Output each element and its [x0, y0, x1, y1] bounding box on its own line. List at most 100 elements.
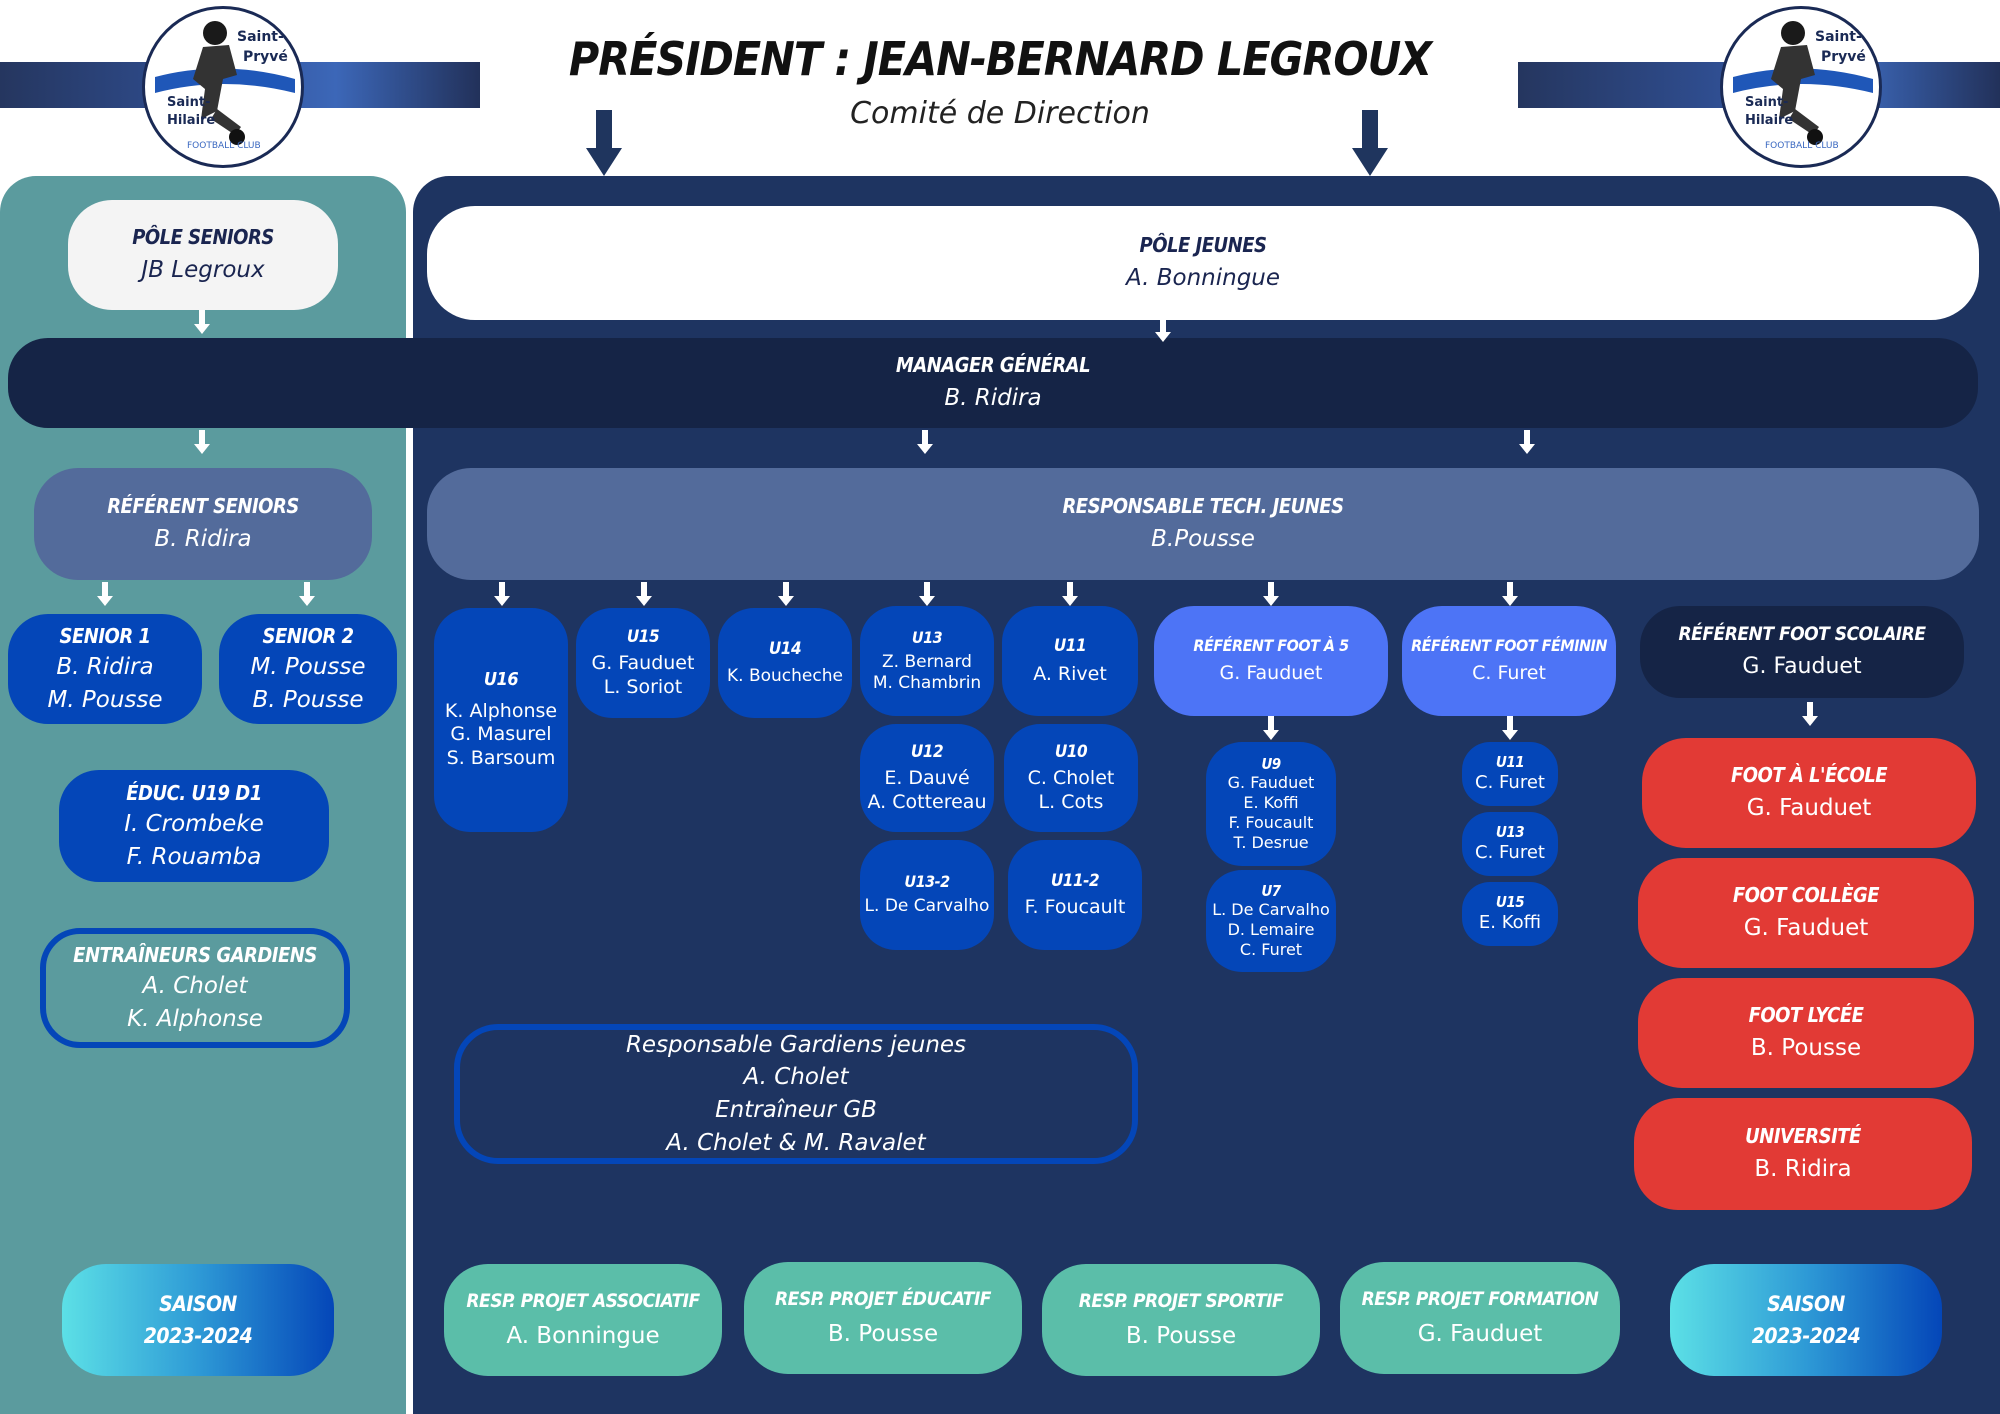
- senior-2-box[interactable]: SENIOR 2 M. Pousse B. Pousse: [219, 614, 397, 724]
- foot-college-box[interactable]: FOOT COLLÈGE G. Fauduet: [1638, 858, 1974, 968]
- team-u13-box[interactable]: U13 Z. Bernard M. Chambrin: [860, 606, 994, 716]
- team-u11-box[interactable]: U11 A. Rivet: [1002, 606, 1138, 716]
- saison-badge-left: SAISON 2023-2024: [62, 1264, 334, 1376]
- saison-years: 2023-2024: [1751, 1324, 1861, 1348]
- team-title: U13: [1495, 823, 1525, 842]
- referent-foot-5-box[interactable]: RÉFÉRENT FOOT À 5 G. Fauduet: [1154, 606, 1388, 716]
- projet-sportif-box[interactable]: RESP. PROJET SPORTIF B. Pousse: [1042, 1264, 1320, 1376]
- foot-lycee-box[interactable]: FOOT LYCÉE B. Pousse: [1638, 978, 1974, 1088]
- arrow-down-icon: [778, 582, 794, 606]
- pole-jeunes-box[interactable]: PÔLE JEUNES A. Bonningue: [427, 206, 1979, 320]
- team-name: E. Koffi: [1243, 793, 1299, 813]
- arrow-down-icon: [1502, 582, 1518, 606]
- logo-text-4: Hilaire: [1745, 113, 1794, 128]
- projet-educatif-box[interactable]: RESP. PROJET ÉDUCATIF B. Pousse: [744, 1262, 1022, 1374]
- team-name: G. Fauduet: [1227, 773, 1315, 793]
- team-title: U7: [1261, 881, 1281, 900]
- projet-name: A. Bonningue: [506, 1322, 660, 1349]
- team-title: U11-2: [1050, 870, 1100, 891]
- team-name: C. Furet: [1475, 842, 1545, 864]
- arrow-down-icon: [1352, 110, 1388, 176]
- team-name: C. Furet: [1239, 940, 1303, 960]
- projet-formation-box[interactable]: RESP. PROJET FORMATION G. Fauduet: [1340, 1262, 1620, 1374]
- saison-years: 2023-2024: [143, 1324, 253, 1348]
- scolaire-item-title: FOOT À L'ÉCOLE: [1730, 763, 1888, 788]
- team-name: S. Barsoum: [446, 747, 556, 770]
- scolaire-item-name: G. Fauduet: [1743, 915, 1869, 942]
- senior-2-name: B. Pousse: [252, 686, 364, 713]
- foot5-name: G. Fauduet: [1219, 662, 1323, 685]
- arrow-down-icon: [1263, 716, 1279, 740]
- team-title: U11: [1053, 635, 1087, 656]
- universite-box[interactable]: UNIVERSITÉ B. Ridira: [1634, 1098, 1972, 1210]
- referent-seniors-box[interactable]: RÉFÉRENT SENIORS B. Ridira: [34, 468, 372, 580]
- team-u13-2-box[interactable]: U13-2 L. De Carvalho: [860, 840, 994, 950]
- scolaire-item-name: B. Ridira: [1754, 1156, 1852, 1183]
- arrow-down-icon: [917, 430, 933, 454]
- arrow-down-icon: [299, 582, 315, 606]
- projet-name: B. Pousse: [1125, 1322, 1237, 1349]
- team-name: C. Cholet: [1027, 766, 1115, 789]
- arrow-down-icon: [919, 582, 935, 606]
- team-u15-box[interactable]: U15 G. Fauduet L. Soriot: [576, 608, 710, 718]
- team-u9-box[interactable]: U9 G. Fauduet E. Koffi F. Foucault T. De…: [1206, 742, 1336, 866]
- projet-title: RESP. PROJET FORMATION: [1361, 1287, 1599, 1310]
- team-u11-2-box[interactable]: U11-2 F. Foucault: [1008, 840, 1142, 950]
- entraineurs-gardiens-box[interactable]: ENTRAÎNEURS GARDIENS A. Cholet K. Alphon…: [40, 928, 350, 1048]
- committee-subtitle: Comité de Direction: [850, 96, 1150, 131]
- team-title: U15: [626, 626, 660, 647]
- team-u16-box[interactable]: U16 K. Alphonse G. Masurel S. Barsoum: [434, 608, 568, 832]
- resp-tech-jeunes-box[interactable]: RESPONSABLE TECH. JEUNES B.Pousse: [427, 468, 1979, 580]
- team-u12-box[interactable]: U12 E. Dauvé A. Cottereau: [860, 724, 994, 832]
- team-u7-box[interactable]: U7 L. De Carvalho D. Lemaire C. Furet: [1206, 870, 1336, 972]
- pole-jeunes-title: PÔLE JEUNES: [1139, 233, 1267, 258]
- president-title: PRÉSIDENT : JEAN-BERNARD LEGROUX: [568, 32, 1432, 86]
- arrow-down-icon: [1263, 582, 1279, 606]
- projet-title: RESP. PROJET SPORTIF: [1078, 1289, 1284, 1312]
- team-name: F. Foucault: [1228, 813, 1314, 833]
- team-title: U15: [1495, 893, 1525, 912]
- referent-seniors-name: B. Ridira: [154, 526, 252, 553]
- fem-team-u11-box[interactable]: U11 C. Furet: [1462, 742, 1558, 806]
- arrow-down-icon: [494, 582, 510, 606]
- foot-ecole-box[interactable]: FOOT À L'ÉCOLE G. Fauduet: [1642, 738, 1976, 848]
- team-u10-box[interactable]: U10 C. Cholet L. Cots: [1004, 724, 1138, 832]
- fem-team-u15-box[interactable]: U15 E. Koffi: [1462, 882, 1558, 946]
- arrow-down-icon: [636, 582, 652, 606]
- logo-text-3: Saint-: [167, 95, 211, 110]
- team-name: G. Masurel: [450, 723, 552, 746]
- senior-1-box[interactable]: SENIOR 1 B. Ridira M. Pousse: [8, 614, 202, 724]
- referent-foot-scolaire-box[interactable]: RÉFÉRENT FOOT SCOLAIRE G. Fauduet: [1640, 606, 1964, 698]
- senior-2-name: M. Pousse: [250, 653, 366, 680]
- team-title: U13-2: [904, 872, 950, 892]
- team-u14-box[interactable]: U14 K. Boucheche: [718, 608, 852, 718]
- arrow-down-icon: [194, 310, 210, 334]
- referent-foot-feminin-box[interactable]: RÉFÉRENT FOOT FÉMININ C. Furet: [1402, 606, 1616, 716]
- team-name: L. De Carvalho: [1212, 900, 1330, 920]
- player-icon: [1733, 21, 1873, 145]
- team-name: A. Cottereau: [867, 790, 987, 813]
- projet-associatif-box[interactable]: RESP. PROJET ASSOCIATIF A. Bonningue: [444, 1264, 722, 1376]
- club-logo-left: Saint- Pryvé Saint- Hilaire FOOTBALL CLU…: [142, 6, 304, 168]
- team-name: F. Foucault: [1024, 895, 1126, 918]
- logo-text-3: Saint-: [1745, 95, 1789, 110]
- team-name: L. Soriot: [603, 675, 683, 698]
- u19-box[interactable]: ÉDUC. U19 D1 I. Crombeke F. Rouamba: [59, 770, 329, 882]
- pole-seniors-title: PÔLE SENIORS: [132, 225, 274, 250]
- gardiens-jeunes-line: A. Cholet: [743, 1064, 849, 1091]
- arrow-down-icon: [1155, 318, 1171, 342]
- team-title: U16: [483, 669, 519, 691]
- team-name: K. Boucheche: [727, 666, 843, 686]
- manager-general-box[interactable]: MANAGER GÉNÉRAL B. Ridira: [8, 338, 1978, 428]
- pole-seniors-box[interactable]: PÔLE SENIORS JB Legroux: [68, 200, 338, 310]
- feminin-title: RÉFÉRENT FOOT FÉMININ: [1411, 636, 1607, 656]
- projet-title: RESP. PROJET ÉDUCATIF: [775, 1287, 992, 1310]
- team-title: U11: [1495, 753, 1525, 772]
- gardiens-jeunes-box[interactable]: Responsable Gardiens jeunes A. Cholet En…: [454, 1024, 1138, 1164]
- fem-team-u13-box[interactable]: U13 C. Furet: [1462, 812, 1558, 876]
- team-name: M. Chambrin: [872, 673, 982, 693]
- scolaire-item-name: G. Fauduet: [1746, 795, 1872, 822]
- logo-text-2: Pryvé: [243, 49, 288, 65]
- arrow-down-icon: [586, 110, 622, 176]
